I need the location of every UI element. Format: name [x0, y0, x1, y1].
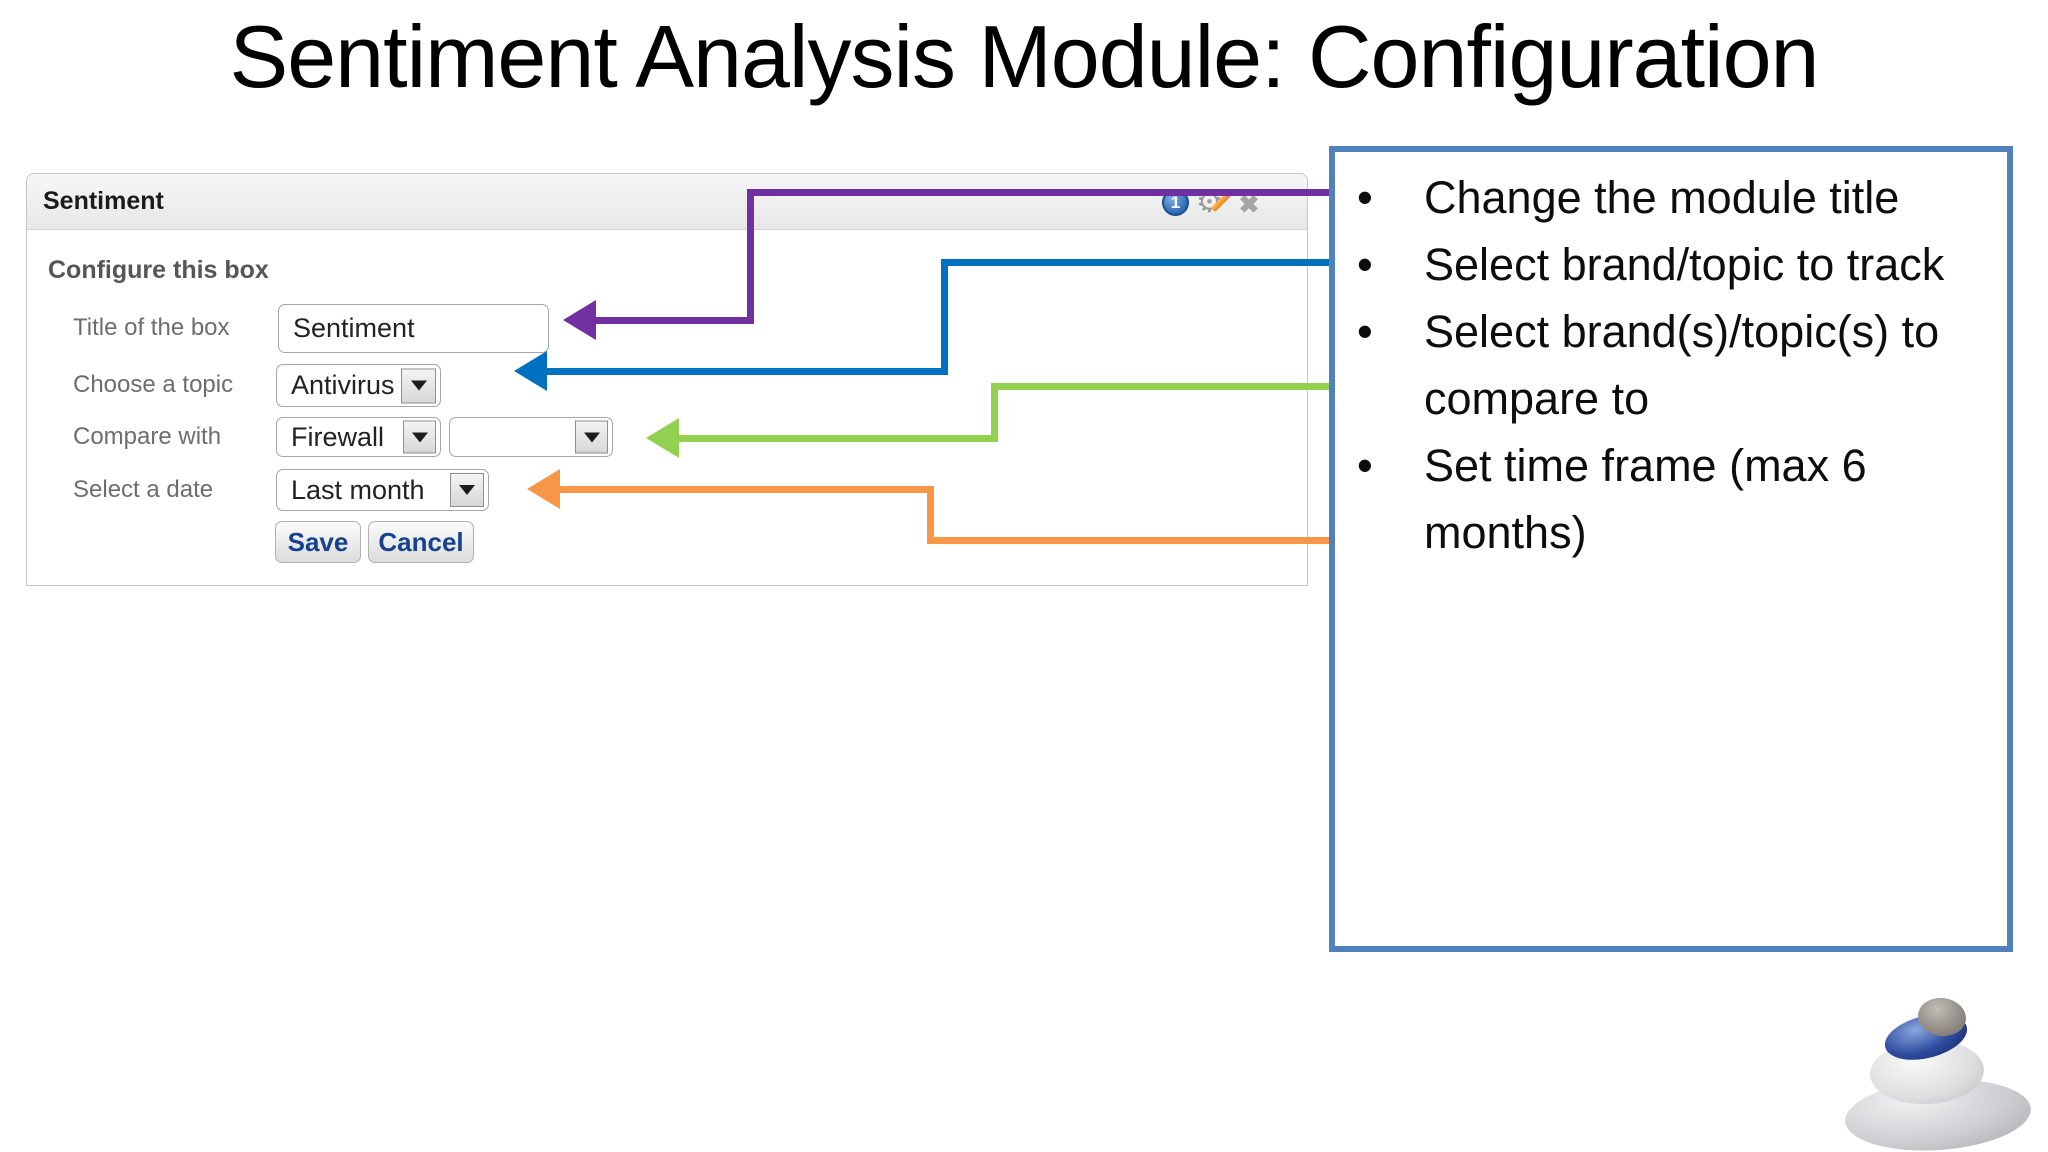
date-select-value: Last month	[291, 474, 425, 505]
page-title: Sentiment Analysis Module: Configuration	[229, 7, 1820, 106]
bullet-item: Change the module title	[1335, 164, 2007, 231]
compare-select-2[interactable]	[449, 417, 613, 457]
title-input[interactable]: Sentiment	[278, 304, 549, 353]
cancel-button[interactable]: Cancel	[368, 521, 474, 563]
chevron-down-icon	[459, 485, 475, 495]
arrowhead-left-icon	[514, 351, 547, 391]
annotation-bullet-list: Change the module title Select brand/top…	[1335, 164, 2007, 566]
chevron-down-icon	[411, 432, 428, 442]
compare-select-1[interactable]: Firewall	[276, 417, 441, 457]
bullet-item: Select brand/topic to track	[1335, 231, 2007, 298]
dropdown-button[interactable]	[575, 420, 608, 454]
date-select[interactable]: Last month	[276, 469, 489, 511]
arrowhead-left-icon	[646, 418, 679, 458]
arrowhead-left-icon	[563, 300, 596, 340]
chevron-down-icon	[410, 380, 427, 391]
annotation-callout-box: Change the module title Select brand/top…	[1329, 146, 2013, 952]
save-button[interactable]: Save	[275, 521, 361, 563]
close-icon[interactable]: ✖	[1238, 191, 1260, 219]
field-label-date: Select a date	[73, 476, 214, 503]
topic-select[interactable]: Antivirus	[276, 364, 441, 407]
bullet-item: Set time frame (max 6 months)	[1335, 432, 2007, 566]
dropdown-button[interactable]	[403, 420, 436, 454]
dropdown-button[interactable]	[401, 368, 436, 403]
dropdown-button[interactable]	[450, 473, 484, 507]
compare-select-1-value: Firewall	[291, 421, 385, 452]
widget-title: Sentiment	[43, 187, 164, 215]
title-input-value: Sentiment	[293, 313, 415, 343]
arrowhead-left-icon	[527, 469, 560, 509]
widget-header: Sentiment	[27, 174, 1307, 230]
field-label-title: Title of the box	[73, 314, 230, 341]
section-heading: Configure this box	[48, 256, 269, 284]
bullet-item: Select brand(s)/topic(s) to compare to	[1335, 298, 2007, 432]
topic-select-value: Antivirus	[291, 370, 395, 400]
chevron-down-icon	[583, 432, 600, 442]
field-label-topic: Choose a topic	[73, 371, 234, 398]
field-label-compare: Compare with	[73, 423, 222, 450]
sentiment-widget-panel: Sentiment 1 ⚙ ✖ Configure this box Title…	[26, 173, 1308, 586]
